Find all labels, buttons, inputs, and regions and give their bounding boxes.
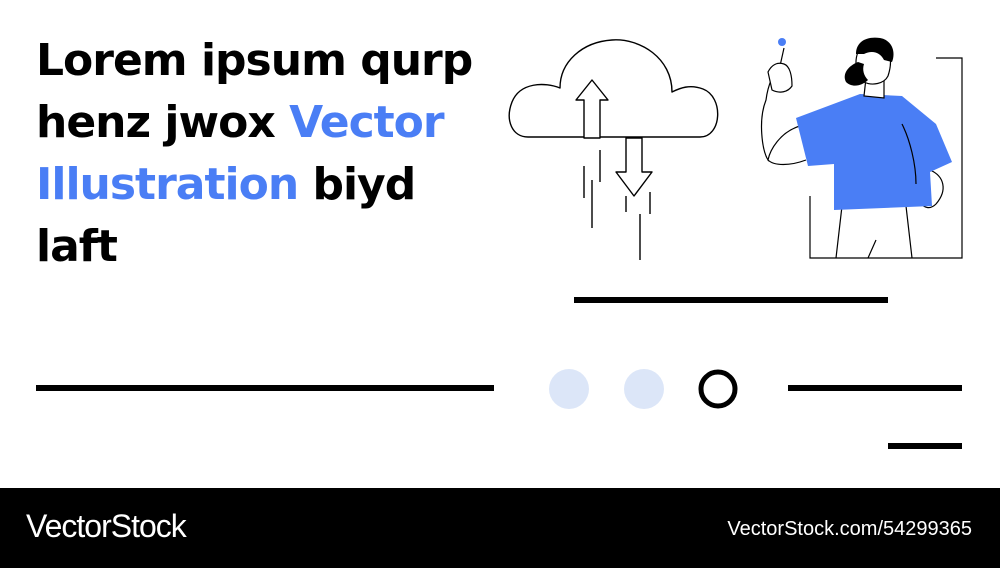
headline-part-1: Lorem ipsum qurp henz jwox: [36, 35, 473, 148]
pagination-dot[interactable]: [549, 369, 589, 409]
stock-id: VectorStock.com/54299365: [727, 518, 972, 540]
headline: Lorem ipsum qurp henz jwox Vector Illust…: [36, 30, 496, 278]
decorative-lines: [36, 297, 962, 449]
headline-part-2: biyd laft: [36, 159, 416, 272]
brand-logo: VectorStock: [26, 508, 187, 544]
headline-accent: Vector Illustration: [36, 97, 445, 210]
cloud-upload-download-icon: [508, 39, 719, 260]
illustration: [36, 37, 963, 449]
pagination-dot-active[interactable]: [698, 369, 738, 409]
pagination-dot[interactable]: [624, 369, 664, 409]
pagination: [549, 369, 738, 409]
footer: VectorStock VectorStock.com/54299365: [0, 488, 1000, 568]
person-pointing-icon: [760, 37, 963, 259]
